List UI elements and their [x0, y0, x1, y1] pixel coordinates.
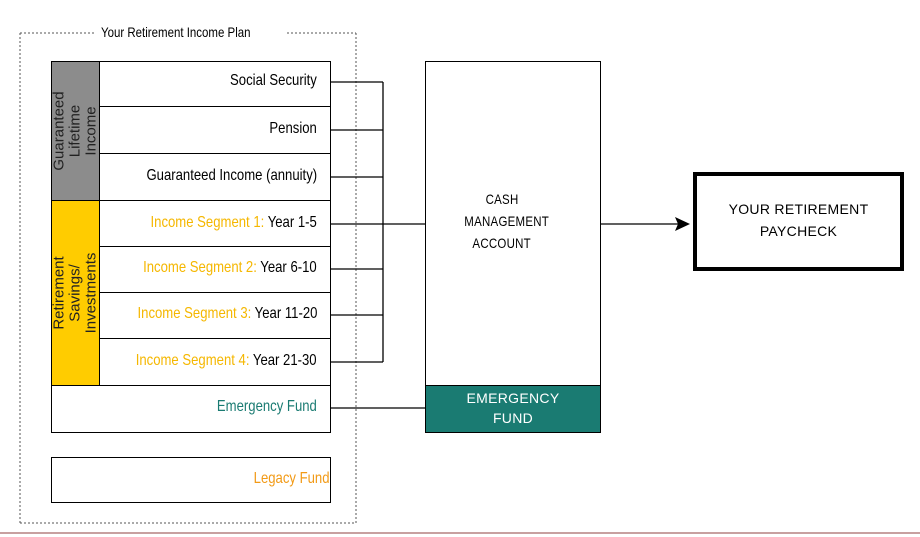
retirement-paycheck-box: YOUR RETIREMENT PAYCHECK — [693, 172, 904, 271]
emergency-fund-line2: FUND — [492, 410, 534, 426]
annuity-label: Guaranteed Income (annuity) — [146, 167, 317, 184]
paycheck-line2: PAYCHECK — [759, 223, 838, 239]
row-border — [52, 200, 331, 201]
paycheck-line1: YOUR RETIREMENT — [728, 201, 869, 217]
guaranteed-income-label: Guaranteed Lifetime Income — [50, 91, 100, 171]
row-border — [100, 246, 331, 247]
emergency-fund-label: Emergency Fund — [217, 398, 317, 415]
income-segment-4: Income Segment 4: Year 21-30 — [136, 352, 317, 369]
income-segment-3: Income Segment 3: Year 11-20 — [137, 305, 317, 322]
emergency-fund-block: EMERGENCY FUND — [426, 385, 600, 432]
income-segment-2: Income Segment 2: Year 6-10 — [143, 259, 317, 276]
row-border — [52, 385, 331, 386]
row-border — [100, 106, 331, 107]
row-border — [100, 338, 331, 339]
cash-management-label: CASH MANAGEMENT ACCOUNT — [455, 188, 549, 254]
pension-label: Pension — [269, 120, 317, 137]
emergency-fund-line1: EMERGENCY — [466, 390, 560, 406]
social-security-label: Social Security — [230, 72, 317, 89]
row-border — [100, 153, 331, 154]
plan-title: Your Retirement Income Plan — [98, 24, 287, 42]
legacy-fund-label: Legacy Fund — [254, 470, 330, 487]
savings-label: Retirement Savings/ Investments — [50, 252, 100, 334]
row-divider — [99, 61, 100, 386]
savings-band: Retirement Savings/ Investments — [50, 201, 100, 385]
income-segment-1: Income Segment 1: Year 1-5 — [150, 214, 317, 231]
guaranteed-income-band: Guaranteed Lifetime Income — [50, 62, 100, 200]
row-border — [100, 292, 331, 293]
legacy-fund-box — [51, 457, 331, 503]
